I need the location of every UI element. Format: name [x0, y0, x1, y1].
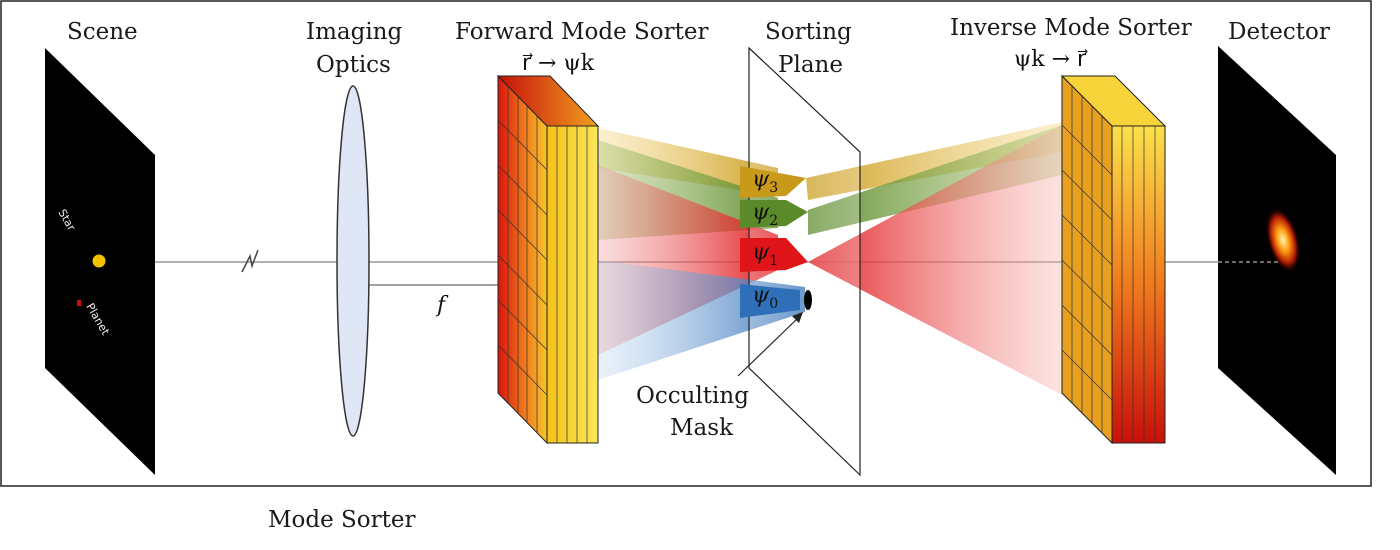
- imaging-optics-label-1: Imaging: [306, 19, 402, 45]
- inverse-sorter-label: Inverse Mode Sorter: [950, 15, 1192, 41]
- imaging-lens: [336, 85, 370, 437]
- sorting-plane-label-1: Sorting: [765, 19, 852, 45]
- mode-label-psi1: ψ1: [752, 240, 778, 269]
- occulting-mask: [804, 290, 812, 310]
- scene-panel: Star Planet: [45, 48, 155, 475]
- mode-label-psi2: ψ2: [752, 200, 778, 229]
- mask-pointer-line: [737, 317, 799, 377]
- detector-panel: [1218, 46, 1336, 475]
- mode-spots: [740, 166, 808, 318]
- inverse-beams: [806, 122, 1062, 395]
- detector-spot: [1265, 206, 1301, 274]
- mask-pointer-arrow-icon: [792, 312, 803, 323]
- sorting-plane-label-2: Plane: [778, 52, 843, 78]
- mode-label-psi0: ψ0: [752, 283, 778, 312]
- forward-sorter-math: r⃗ → ψk: [522, 51, 595, 76]
- planet-dot: [77, 300, 81, 306]
- detector-label: Detector: [1228, 19, 1330, 45]
- mode-label-psi3: ψ3: [752, 167, 778, 196]
- occulting-mask-label-1: Occulting: [636, 383, 749, 409]
- focal-length-label: f: [435, 293, 449, 318]
- occulting-mask-label-2: Mask: [670, 415, 734, 441]
- axis-break-icon: [241, 249, 259, 273]
- caption: Mode Sorter: [268, 507, 416, 533]
- inverse-sorter-math: ψk → r⃗: [1014, 47, 1088, 72]
- forward-mode-sorter: [496, 74, 600, 445]
- figure-frame: [0, 0, 1372, 487]
- inverse-mode-sorter: [1060, 74, 1167, 445]
- forward-sorter-label: Forward Mode Sorter: [455, 19, 708, 45]
- scene-label: Scene: [67, 19, 138, 45]
- star-dot: [92, 254, 106, 268]
- imaging-optics-label-2: Optics: [316, 52, 391, 78]
- mode-labels: ψ3 ψ2 ψ1 ψ0: [752, 167, 778, 312]
